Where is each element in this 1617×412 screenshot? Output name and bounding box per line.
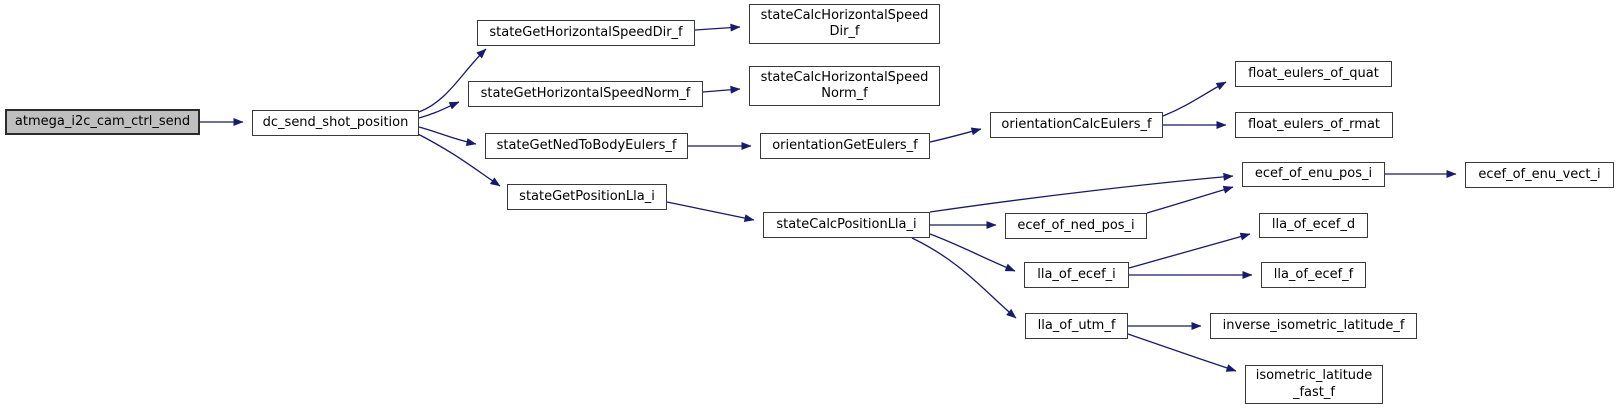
node-inverse-isometric-latitude-f[interactable]: inverse_isometric_latitude_f <box>1210 313 1417 339</box>
node-float-eulers-of-rmat[interactable]: float_eulers_of_rmat <box>1235 112 1393 138</box>
node-ecef-of-enu-pos-i[interactable]: ecef_of_enu_pos_i <box>1242 162 1385 187</box>
edge-dc-send-shot-position-to-state-get-horizontal-speed-norm-f <box>418 101 460 119</box>
edge-lla-of-utm-f-to-isometric-latitude-fast-f <box>1127 333 1237 372</box>
edge-lla-of-ecef-i-to-lla-of-ecef-d <box>1128 232 1251 269</box>
node-lla-of-ecef-f[interactable]: lla_of_ecef_f <box>1261 262 1366 288</box>
node-state-get-ned-to-body-eulers-f[interactable]: stateGetNedToBodyEulers_f <box>485 133 688 159</box>
node-state-get-horizontal-speed-norm-f[interactable]: stateGetHorizontalSpeedNorm_f <box>468 81 703 107</box>
node-float-eulers-of-quat[interactable]: float_eulers_of_quat <box>1235 61 1392 87</box>
edge-state-calc-position-lla-i-to-ecef-of-enu-pos-i <box>929 172 1234 213</box>
node-ecef-of-enu-vect-i[interactable]: ecef_of_enu_vect_i <box>1465 162 1614 188</box>
edge-state-get-position-lla-i-to-state-calc-position-lla-i <box>666 201 755 223</box>
node-state-get-position-lla-i[interactable]: stateGetPositionLla_i <box>507 184 667 210</box>
node-atmega-i2c-cam-ctrl-send: atmega_i2c_cam_ctrl_send <box>5 109 200 135</box>
edge-dc-send-shot-position-to-state-get-ned-to-body-eulers-f <box>418 126 477 146</box>
edge-dc-send-shot-position-to-state-get-horizontal-speed-dir-f <box>418 48 487 113</box>
node-orientation-calc-eulers-f[interactable]: orientationCalcEulers_f <box>990 112 1163 138</box>
node-lla-of-ecef-d[interactable]: lla_of_ecef_d <box>1259 213 1368 238</box>
edge-orientation-calc-eulers-f-to-float-eulers-of-quat <box>1162 81 1227 117</box>
edge-state-calc-position-lla-i-to-lla-of-ecef-i <box>929 233 1016 272</box>
node-state-calc-horizontal-speed-norm-f[interactable]: stateCalcHorizontalSpeed Norm_f <box>749 66 940 106</box>
edge-state-get-horizontal-speed-norm-f-to-state-calc-horizontal-speed-norm-f <box>702 85 741 94</box>
edge-state-get-horizontal-speed-dir-f-to-state-calc-horizontal-speed-dir-f <box>694 23 741 32</box>
node-dc-send-shot-position[interactable]: dc_send_shot_position <box>252 110 419 136</box>
node-isometric-latitude-fast-f[interactable]: isometric_latitude _fast_f <box>1245 365 1383 404</box>
edge-dc-send-shot-position-to-state-get-position-lla-i <box>415 132 501 187</box>
node-lla-of-utm-f[interactable]: lla_of_utm_f <box>1025 313 1128 339</box>
node-lla-of-ecef-i[interactable]: lla_of_ecef_i <box>1024 262 1129 288</box>
node-state-calc-position-lla-i[interactable]: stateCalcPositionLla_i <box>763 212 930 238</box>
node-orientation-get-eulers-f[interactable]: orientationGetEulers_f <box>760 133 930 159</box>
node-state-get-horizontal-speed-dir-f[interactable]: stateGetHorizontalSpeedDir_f <box>477 20 695 46</box>
edge-orientation-get-eulers-f-to-orientation-calc-eulers-f <box>929 127 982 143</box>
edge-state-calc-position-lla-i-to-lla-of-utm-f <box>911 237 1017 319</box>
node-ecef-of-ned-pos-i[interactable]: ecef_of_ned_pos_i <box>1005 213 1147 239</box>
node-state-calc-horizontal-speed-dir-f[interactable]: stateCalcHorizontalSpeed Dir_f <box>749 4 940 44</box>
edge-ecef-of-ned-pos-i-to-ecef-of-enu-pos-i <box>1146 185 1234 214</box>
